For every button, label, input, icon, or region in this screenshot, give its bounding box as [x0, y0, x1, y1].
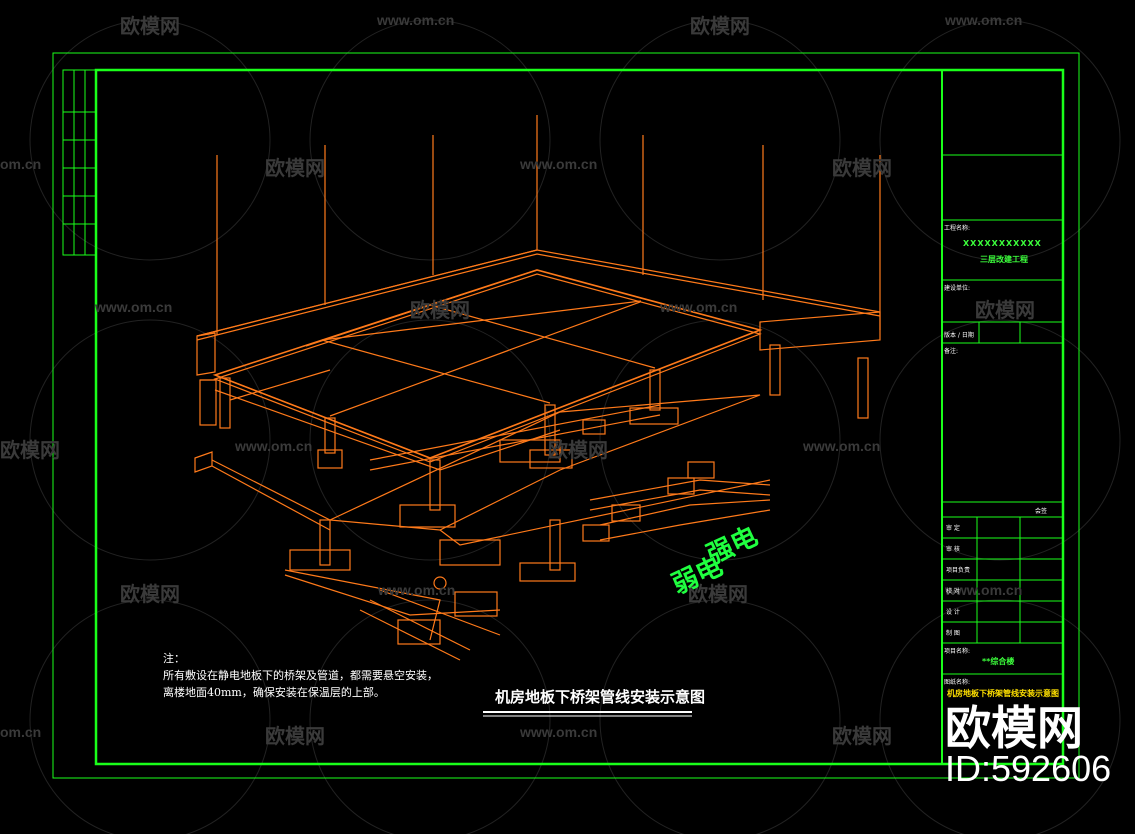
watermark-url: www.om.cn — [520, 724, 598, 740]
drawing-name: 机房地板下桥架管线安装示意图 — [947, 689, 1059, 698]
watermark-url: www.om.cn — [520, 156, 598, 172]
watermark-brand: 欧模网 — [410, 298, 470, 322]
watermark-url: www.om.cn — [945, 12, 1023, 28]
brand-id: ID:592606 — [945, 748, 1112, 789]
watermark-url: www.om.cn — [95, 299, 173, 315]
project-label: 项目名称: — [944, 648, 971, 655]
notes-line-1: 所有敷设在静电地板下的桥架及管道，都需要悬空安装， — [163, 669, 438, 682]
brand-logo: 欧模网 — [945, 702, 1083, 754]
building-name: **综合楼 — [982, 657, 1015, 666]
watermark-url: www.om.cn — [803, 438, 881, 454]
notes: 注： 所有敷设在静电地板下的桥架及管道，都需要悬空安装， 离楼地面40mm，确保… — [163, 650, 438, 701]
watermark-brand: 欧模网 — [690, 14, 750, 38]
watermark-url: www.om.cn — [377, 12, 455, 28]
watermark-brand: 欧模网 — [975, 298, 1035, 322]
role-review: 审 核 — [946, 546, 960, 553]
role-check: 校 对 — [946, 588, 960, 595]
watermark-brand: 欧模网 — [832, 156, 892, 180]
watermark-brand: 欧模网 — [0, 438, 60, 462]
version-label: 版本 / 日期 — [944, 332, 974, 339]
project-subtitle: 三层改建工程 — [980, 255, 1028, 264]
drawing-title: 机房地板下桥架管线安装示意图 — [495, 688, 706, 706]
watermark-url: www.om.cn — [378, 582, 456, 598]
watermark-url: om.cn — [0, 724, 42, 740]
watermark-url: www.om.cn — [945, 582, 1023, 598]
remarks-label: 备注: — [944, 348, 959, 355]
watermark-brand: 欧模网 — [120, 14, 180, 38]
drawing-name-label: 图纸名称: — [944, 679, 971, 686]
watermark-brand: 欧模网 — [688, 582, 748, 606]
raised-floor-drawing — [194, 115, 881, 661]
watermark-url: www.om.cn — [660, 299, 738, 315]
signoff-header: 会签 — [1035, 508, 1048, 515]
project-name: XXXXXXXXXXX — [963, 239, 1042, 248]
watermark-brand: 欧模网 — [265, 156, 325, 180]
watermark-brand: 欧模网 — [265, 724, 325, 748]
project-name-label: 工程名称: — [944, 225, 971, 232]
notes-line-2: 离楼地面40mm，确保安装在保温层的上部。 — [163, 686, 385, 699]
watermark-brand: 欧模网 — [832, 724, 892, 748]
drawing-frame — [52, 52, 1080, 779]
watermark-url: om.cn — [0, 156, 42, 172]
watermark-url: www.om.cn — [235, 438, 313, 454]
role-design: 设 计 — [946, 609, 960, 616]
role-approve: 审 定 — [946, 525, 960, 532]
watermark-brand: 欧模网 — [120, 582, 180, 606]
role-project-lead: 项目负责 — [946, 567, 971, 574]
design-unit-label: 建设单位: — [944, 285, 971, 292]
watermark-brand: 欧模网 — [548, 438, 608, 462]
notes-heading: 注： — [163, 652, 185, 665]
role-draft: 制 图 — [946, 630, 960, 637]
